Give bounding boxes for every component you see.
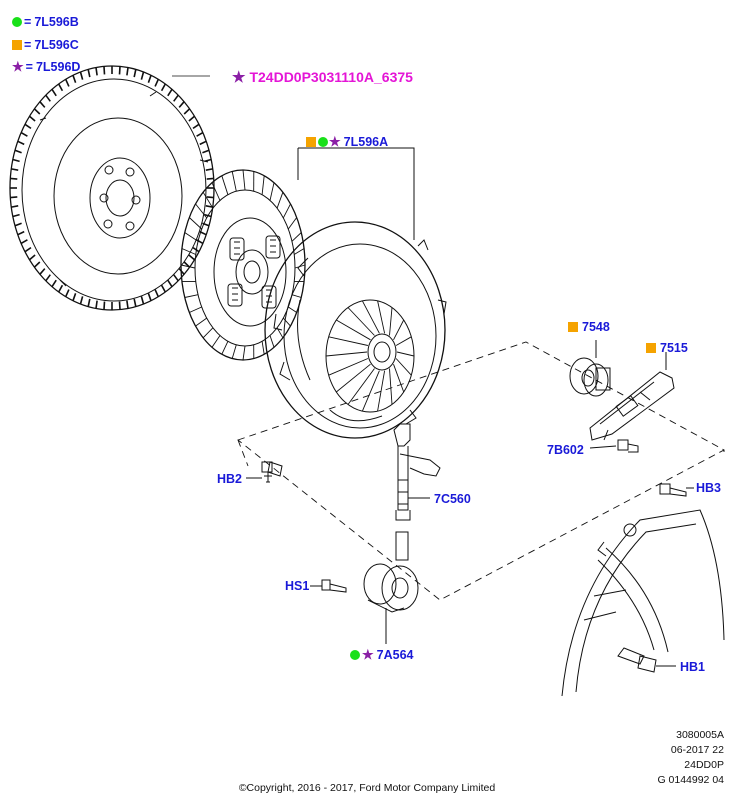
flywheel-drawing: [9, 65, 215, 311]
callout-release-fork[interactable]: 7515: [646, 341, 688, 355]
callout-hb2[interactable]: HB2: [217, 472, 242, 486]
assembly-dashed-outline: [237, 341, 725, 601]
fork-bolt-drawing: [589, 439, 639, 453]
hs1-bolt-drawing: [310, 579, 347, 593]
callout-hb2-text: HB2: [217, 472, 243, 486]
hydraulic-line-drawing: [393, 423, 441, 561]
clutch-kit-leader: [297, 147, 415, 240]
callout-hb1[interactable]: HB1: [680, 660, 705, 674]
legend-row-green: =7L596B: [12, 15, 79, 29]
callout-slave-cylinder-text: 7A564: [376, 648, 414, 662]
release-bearing-drawing: [569, 340, 611, 397]
callout-hydraulic-line-text: 7C560: [434, 492, 471, 506]
orange-square-icon: [306, 137, 316, 147]
clutch-disc-drawing: [180, 169, 306, 361]
drawing-metadata: 3080005A 06-2017 22 24DD0P G 0144992 04: [657, 728, 724, 788]
meta-line-2: 06-2017 22: [670, 744, 724, 756]
purple-star-icon: ★: [232, 69, 246, 86]
meta-line-4: G 0144992 04: [657, 774, 724, 786]
reference-code: ★T24DD0P3031110A_6375: [232, 68, 413, 86]
copyright-notice: ©Copyright, 2016 - 2017, Ford Motor Comp…: [238, 782, 496, 794]
equals-sign: =: [24, 38, 32, 52]
callout-hydraulic-line[interactable]: 7C560: [434, 492, 471, 506]
orange-square-icon: [12, 40, 22, 50]
hb2-bolt-drawing: [246, 461, 283, 483]
meta-line-3: 24DD0P: [684, 759, 724, 771]
purple-star-icon: ★: [12, 59, 24, 74]
callout-release-fork-text: 7515: [660, 341, 688, 355]
orange-square-icon: [646, 343, 656, 353]
callout-clutch-kit[interactable]: ★7L596A: [306, 135, 388, 149]
equals-sign: =: [24, 15, 32, 29]
legend-row-purple: ★=7L596D: [12, 59, 81, 75]
bellhousing-drawing: [561, 509, 725, 697]
callout-fork-bolt[interactable]: 7B602: [547, 443, 584, 457]
callout-hb1-text: HB1: [680, 660, 706, 674]
purple-star-icon: ★: [362, 647, 374, 662]
release-fork-drawing: [589, 352, 675, 441]
hb3-bolt-drawing: [659, 483, 694, 497]
callout-hs1-text: HS1: [285, 579, 310, 593]
callout-hs1[interactable]: HS1: [285, 579, 309, 593]
legend-code-orange: 7L596C: [34, 38, 79, 52]
pressure-plate-drawing: [264, 221, 447, 439]
slave-cylinder-drawing: [363, 563, 419, 644]
callout-hb3-text: HB3: [696, 481, 722, 495]
green-circle-icon: [12, 17, 22, 27]
reference-code-text: T24DD0P3031110A_6375: [249, 69, 413, 85]
green-circle-icon: [318, 137, 328, 147]
equals-sign: =: [25, 60, 33, 74]
callout-slave-cylinder[interactable]: ★7A564: [350, 648, 414, 662]
orange-square-icon: [568, 322, 578, 332]
legend-code-purple: 7L596D: [35, 60, 81, 74]
callout-release-bearing-text: 7548: [582, 320, 610, 334]
hb1-bolt-drawing: [617, 647, 676, 673]
legend-row-orange: =7L596C: [12, 38, 79, 52]
green-circle-icon: [350, 650, 360, 660]
meta-line-1: 3080005A: [676, 729, 724, 741]
callout-release-bearing[interactable]: 7548: [568, 320, 610, 334]
callout-clutch-kit-text: 7L596A: [343, 135, 389, 149]
legend-code-green: 7L596B: [34, 15, 79, 29]
purple-star-icon: ★: [329, 134, 341, 149]
callout-hb3[interactable]: HB3: [696, 481, 721, 495]
callout-fork-bolt-text: 7B602: [547, 443, 584, 457]
